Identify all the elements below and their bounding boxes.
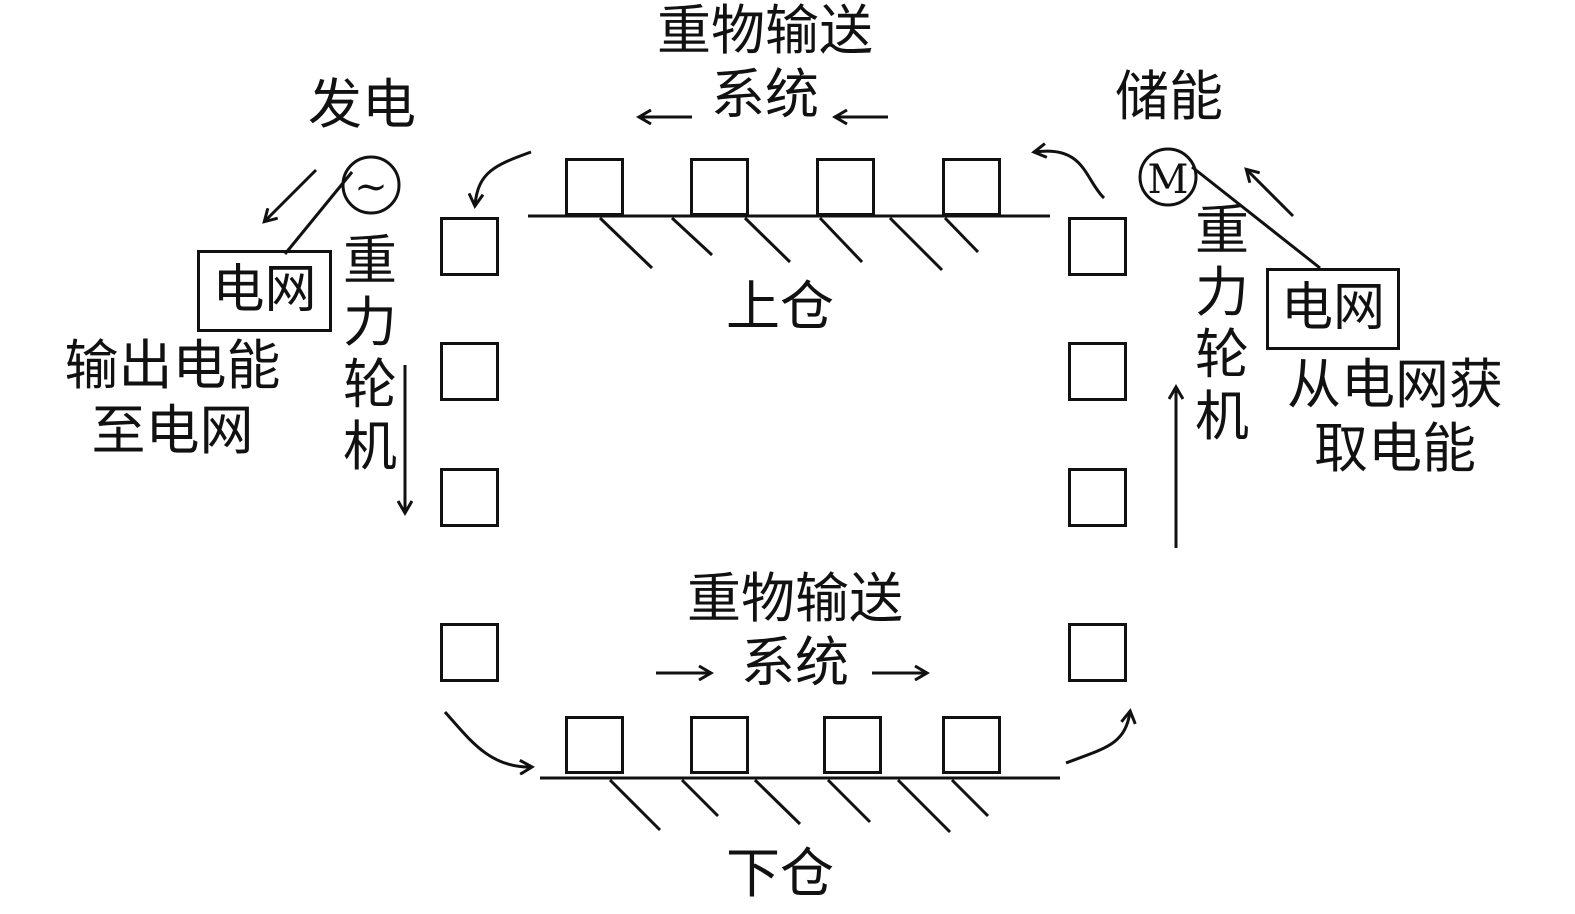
upper-silo-hatches <box>598 216 980 272</box>
weight-block <box>816 158 875 216</box>
bottom-conveyor-label-line2: 系统 <box>741 631 849 694</box>
generate-label: 发电 <box>308 73 416 136</box>
output-arrow <box>265 168 318 221</box>
bottom-conveyor-label-line1: 重物输送 <box>687 567 903 630</box>
curve-arrow-top-right <box>1035 151 1106 200</box>
right-grid-label: 电网 <box>1280 278 1385 338</box>
motor-icon <box>1138 147 1198 207</box>
weight-block <box>440 342 499 401</box>
weight-block <box>565 716 624 774</box>
store-label: 储能 <box>1115 65 1223 128</box>
weight-block <box>690 158 749 216</box>
weight-block <box>1068 217 1127 276</box>
left-output-label-line1: 输出电能 <box>64 334 281 397</box>
weight-block <box>565 158 624 216</box>
weight-block <box>1068 623 1127 682</box>
upper-silo-label: 上仓 <box>726 275 834 338</box>
weight-block <box>690 716 749 774</box>
top-conveyor-label-line1: 重物输送 <box>657 0 873 62</box>
weight-block <box>942 158 1001 216</box>
left-output-label-line2: 至电网 <box>91 399 254 462</box>
right-gravity-machine-label: 重力轮机 <box>1195 199 1249 448</box>
generator-symbol: ~ <box>354 164 388 210</box>
weight-block <box>823 716 882 774</box>
weight-block <box>440 468 499 527</box>
weight-block <box>942 716 1001 774</box>
top-conveyor-label-line2: 系统 <box>711 63 819 126</box>
input-arrow <box>1247 170 1295 218</box>
curve-arrow-bottom-right <box>1065 712 1130 765</box>
left-gravity-machine-label: 重力轮机 <box>343 229 397 478</box>
right-input-label-line1: 从电网获 <box>1287 353 1503 416</box>
right-grid-box <box>1266 268 1400 350</box>
weight-block <box>440 217 499 276</box>
weight-block <box>1068 342 1127 401</box>
curve-arrow-top-left <box>475 150 532 205</box>
left-grid-label: 电网 <box>212 260 317 320</box>
generator-to-grid-line <box>283 171 354 255</box>
generator-icon <box>341 155 401 215</box>
weight-block <box>440 623 499 682</box>
right-input-label-line2: 取电能 <box>1314 417 1476 480</box>
curve-arrow-bottom-left <box>443 711 531 767</box>
weight-block <box>1068 468 1127 527</box>
lower-silo-hatches <box>608 778 990 834</box>
left-grid-box <box>197 250 332 332</box>
motor-symbol: M <box>1148 157 1189 203</box>
motor-to-grid-line <box>1191 165 1321 270</box>
lower-silo-label: 下仓 <box>726 842 834 905</box>
